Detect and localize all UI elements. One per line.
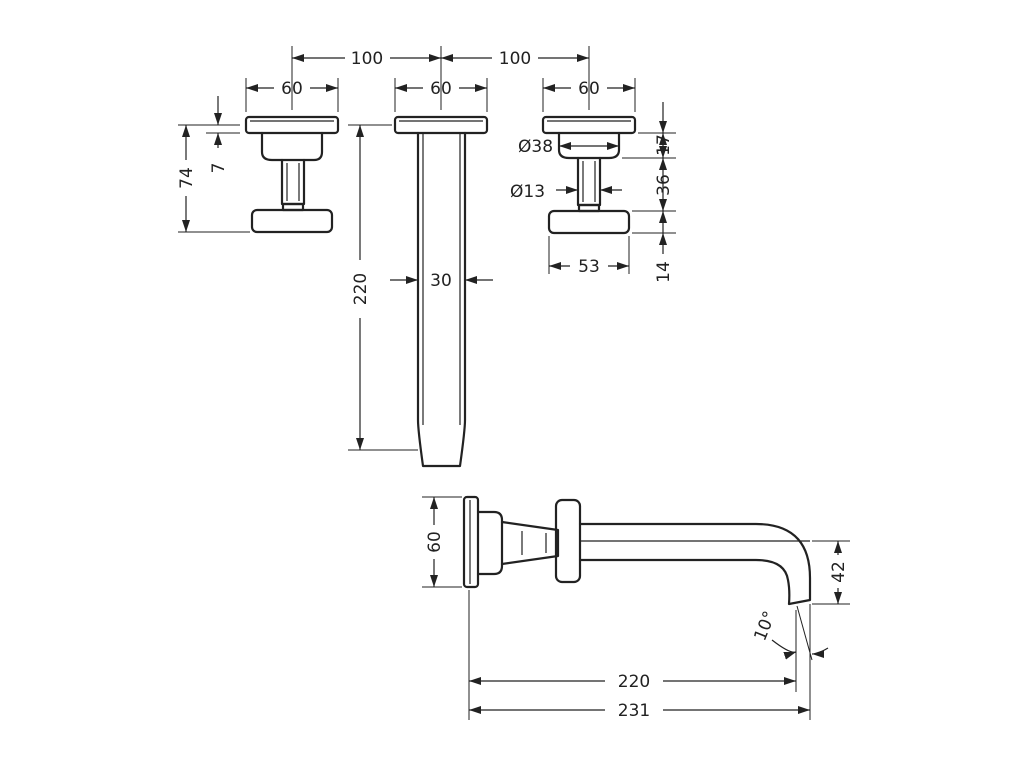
dim-label-handle-left-width: 60 [281,79,303,99]
dim-label-stem-diameter: Ø13 [510,182,545,202]
dim-label-handle-total-height: 74 [177,167,197,189]
dim-label-side-plate-height: 60 [425,531,445,553]
spout-side-view [462,495,812,606]
handle-right-view [541,115,637,235]
extension-lines [178,46,850,720]
dim-label-knob-width: 53 [578,257,600,277]
handle-left-view [244,115,340,234]
dim-label-spout-length-top: 220 [351,273,371,305]
spout-front-view [393,115,489,468]
dim-label-spout-projection: 220 [618,672,650,692]
dim-label-handle-right-width: 60 [578,79,600,99]
dim-label-stem-height: 36 [654,174,674,196]
dim-label-knob-height: 14 [654,261,674,283]
dim-label-spout-diameter: 30 [430,271,452,291]
dim-label-spout-plate-width: 60 [430,79,452,99]
dim-label-top-spacing-right: 100 [499,49,531,69]
dim-label-overall-projection: 231 [618,701,650,721]
dim-label-handle-plate-thickness: 7 [209,163,229,174]
dimension-labels: 100 100 60 60 60 74 7 220 30 Ø38 Ø13 17 … [177,49,849,721]
dim-label-rosette-diameter: Ø38 [518,137,553,157]
dim-label-outlet-angle: 10° [750,608,780,643]
dimension-lines [182,54,842,714]
dim-label-outlet-height: 42 [829,561,849,583]
dim-label-rosette-height: 17 [654,134,674,156]
dim-label-top-spacing-left: 100 [351,49,383,69]
